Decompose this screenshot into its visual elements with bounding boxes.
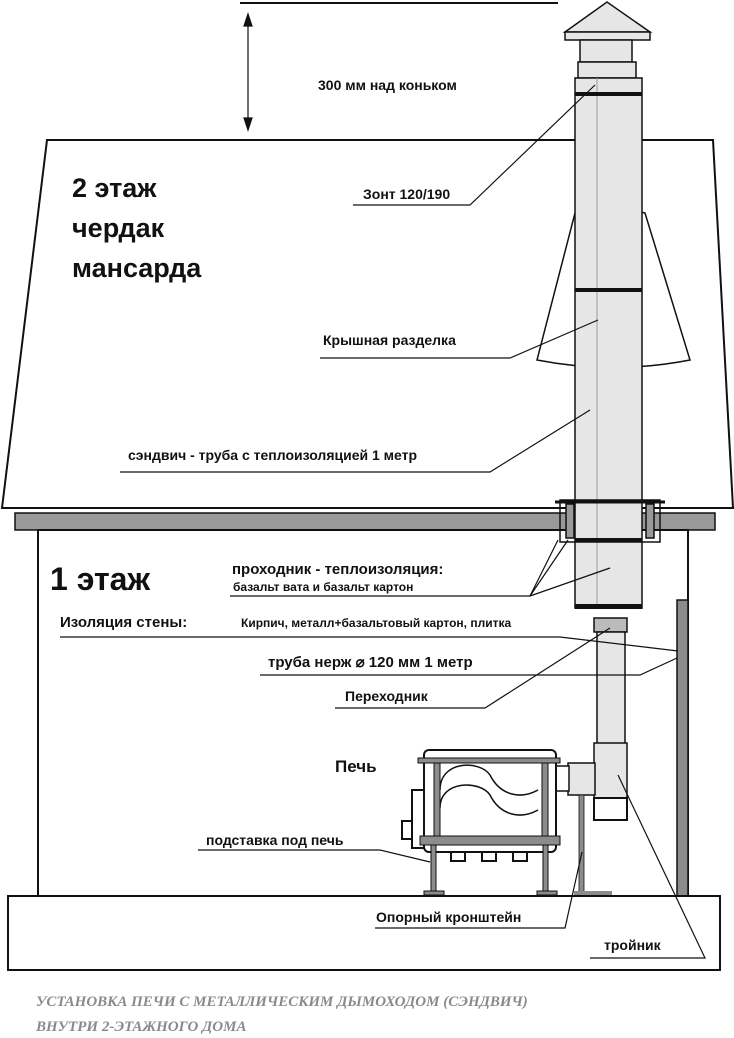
adapter	[593, 617, 628, 633]
bracket-foot	[574, 891, 612, 895]
floor1-label: 1 этаж	[50, 561, 150, 597]
caption-line-2: ВНУТРИ 2-ЭТАЖНОГО ДОМА	[35, 1019, 246, 1035]
wall-insulation-detail: Кирпич, металл+базальтовый картон, плитк…	[241, 616, 511, 630]
roof-flashing-label: Крышная разделка	[323, 332, 456, 348]
floor2-label: 2 этаж	[72, 173, 157, 203]
roof	[0, 139, 734, 509]
support-bracket-label: Опорный кронштейн	[376, 909, 521, 925]
wall-insulation-title: Изоляция стены:	[60, 614, 187, 631]
foundation	[7, 895, 721, 971]
pipe-clamps	[575, 92, 642, 609]
sandwich-pipe	[574, 77, 643, 609]
steel-pipe	[596, 631, 626, 745]
stove	[401, 749, 557, 862]
height-arrow	[243, 12, 253, 132]
chimney-cap	[562, 1, 653, 79]
support-bracket	[578, 794, 585, 893]
stove-label: Печь	[335, 757, 377, 776]
tee-cleanout	[593, 797, 628, 821]
adapter-label: Переходник	[345, 688, 429, 704]
height-note-label: 300 мм над коньком	[318, 77, 457, 93]
tee	[593, 742, 628, 799]
passage-title-label: проходник - теплоизоляция:	[232, 561, 443, 578]
wall-insulation-panel	[676, 599, 689, 897]
floor2-label-mansard: мансарда	[72, 253, 202, 283]
ceiling-passage	[555, 499, 665, 543]
floor2-label-attic: чердак	[72, 213, 165, 243]
stove-stand	[417, 757, 561, 896]
umbrella-label: Зонт 120/190	[363, 186, 450, 202]
stove-flue-collar	[554, 765, 570, 792]
stove-stand-label: подставка под печь	[206, 832, 344, 848]
tee-branch	[567, 762, 596, 796]
caption-line-1: УСТАНОВКА ПЕЧИ С МЕТАЛЛИЧЕСКИМ ДЫМОХОДОМ…	[36, 994, 528, 1010]
sandwich-pipe-label: сэндвич - труба с теплоизоляцией 1 метр	[128, 447, 417, 463]
steel-pipe-label: труба нерж ⌀ 120 мм 1 метр	[268, 654, 473, 671]
tee-label: тройник	[604, 937, 662, 953]
leader-lines	[60, 84, 706, 959]
passage-detail-label: базальт вата и базальт картон	[233, 580, 413, 594]
